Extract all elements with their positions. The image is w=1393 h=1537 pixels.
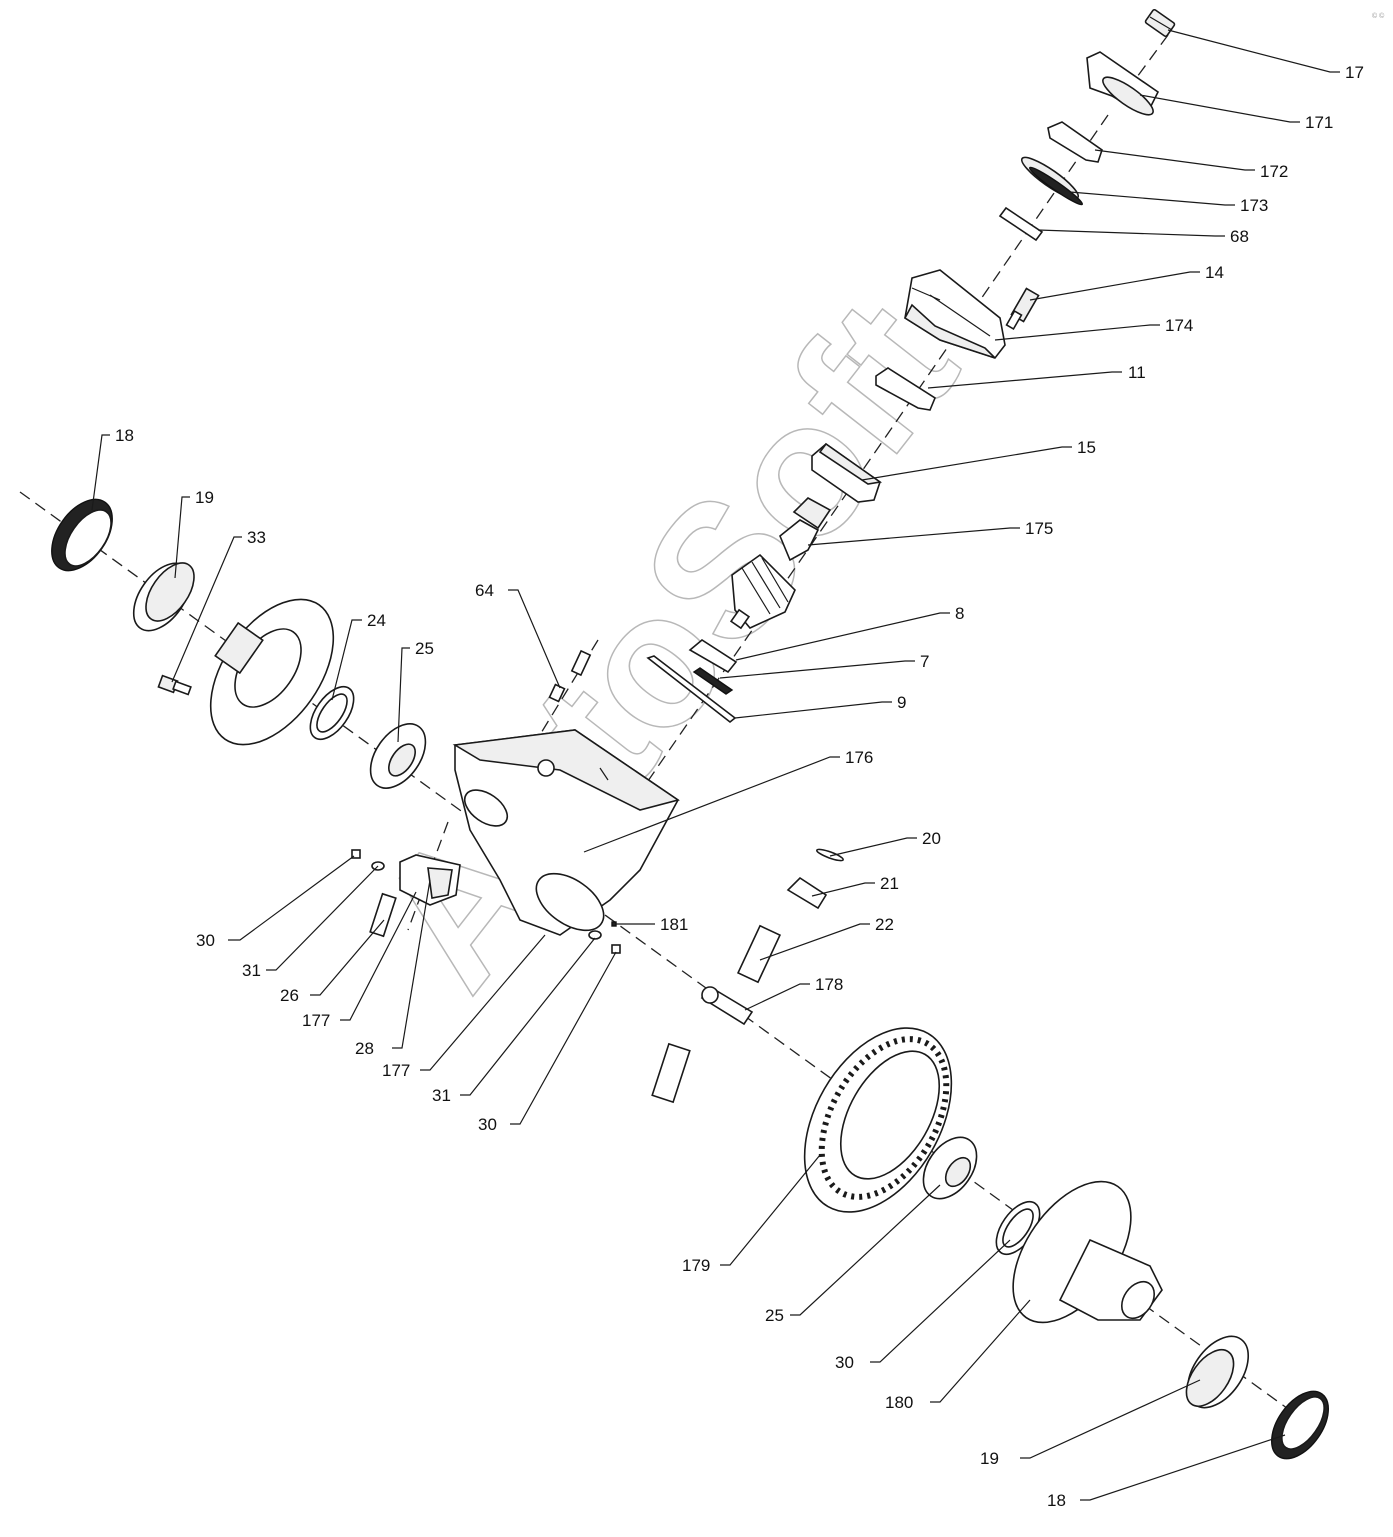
part-31-30-right-screws <box>588 921 621 954</box>
callout-68: 68 <box>1230 227 1249 246</box>
leaders <box>91 29 1340 1501</box>
part-175-pinion <box>729 497 832 630</box>
callout-176: 176 <box>845 748 873 767</box>
part-25-side-gear-right <box>922 1136 978 1200</box>
callout-11: 11 <box>1128 363 1146 382</box>
callout-24: 24 <box>367 611 386 630</box>
callout-33: 33 <box>247 528 266 547</box>
callout-20: 20 <box>922 829 941 848</box>
callout-7: 7 <box>920 652 929 671</box>
callout-172: 172 <box>1260 162 1288 181</box>
callout-8: 8 <box>955 604 964 623</box>
part-171-flange <box>1086 51 1160 116</box>
part-33-bolt <box>157 674 192 696</box>
callout-28: 28 <box>355 1039 374 1058</box>
part-20-clip <box>816 848 844 862</box>
callout-15: 15 <box>1077 438 1096 457</box>
callout-19-left: 19 <box>195 488 214 507</box>
part-174-bearing-carrier <box>903 269 1006 359</box>
callout-178: 178 <box>815 975 843 994</box>
part-180-diff-case <box>1012 1180 1163 1324</box>
part-15-bearing-cup <box>811 442 883 503</box>
part-68-shim <box>998 206 1044 242</box>
callout-171: 171 <box>1305 113 1333 132</box>
callout-177-left: 177 <box>302 1011 330 1030</box>
callout-18-left: 18 <box>115 426 134 445</box>
part-11-bearing-cone <box>875 367 936 411</box>
part-176-carrier-housing <box>452 729 680 936</box>
callout-25-right: 25 <box>765 1306 784 1325</box>
callout-30-right: 30 <box>478 1115 497 1134</box>
callout-26: 26 <box>280 986 299 1005</box>
part-18-adjuster-nut-right <box>1271 1390 1329 1460</box>
callout-174: 174 <box>1165 316 1193 335</box>
part-173-seal <box>1020 156 1084 206</box>
part-flange-case-left <box>209 598 335 746</box>
callout-177-right: 177 <box>382 1061 410 1080</box>
callout-31-right: 31 <box>432 1086 451 1105</box>
callout-181: 181 <box>660 915 688 934</box>
callout-9: 9 <box>897 693 906 712</box>
part-pin-lower <box>651 1042 691 1104</box>
corner-mark: © © <box>1372 12 1385 20</box>
callout-175: 175 <box>1025 519 1053 538</box>
part-18-adjuster-nut-left <box>51 498 113 572</box>
callout-173: 173 <box>1240 196 1268 215</box>
part-8-spacer <box>688 639 738 674</box>
callout-22: 22 <box>875 915 894 934</box>
part-17-nut <box>1144 8 1176 38</box>
callout-64: 64 <box>475 581 494 600</box>
part-19-bearing-right <box>1185 1335 1250 1409</box>
part-178-cross-shaft <box>700 986 754 1026</box>
callout-179: 179 <box>682 1256 710 1275</box>
callout-180: 180 <box>885 1393 913 1412</box>
part-22-pin <box>736 924 782 984</box>
callout-17: 17 <box>1345 63 1364 82</box>
callout-21: 21 <box>880 874 899 893</box>
callouts: 17 171 172 173 68 14 174 11 15 175 8 7 9… <box>115 63 1364 1510</box>
part-24-thrust-washer <box>309 685 355 741</box>
part-7-shim <box>692 667 734 695</box>
part-26-bolt <box>369 892 397 938</box>
callout-14: 14 <box>1205 263 1224 282</box>
part-19-bearing-left <box>132 562 195 632</box>
part-21-thrust-block <box>786 876 828 910</box>
callout-30-left: 30 <box>196 931 215 950</box>
part-179-ring-gear <box>803 1027 953 1213</box>
callout-30-bottom: 30 <box>835 1353 854 1372</box>
callout-19-right: 19 <box>980 1449 999 1468</box>
part-172-deflector <box>1047 121 1103 163</box>
callout-25-left: 25 <box>415 639 434 658</box>
callout-31-left: 31 <box>242 961 261 980</box>
part-25-side-gear-left <box>369 723 427 789</box>
callout-18-right: 18 <box>1047 1491 1066 1510</box>
part-30-left-screw <box>351 849 361 859</box>
part-14-bolt <box>1005 287 1040 331</box>
